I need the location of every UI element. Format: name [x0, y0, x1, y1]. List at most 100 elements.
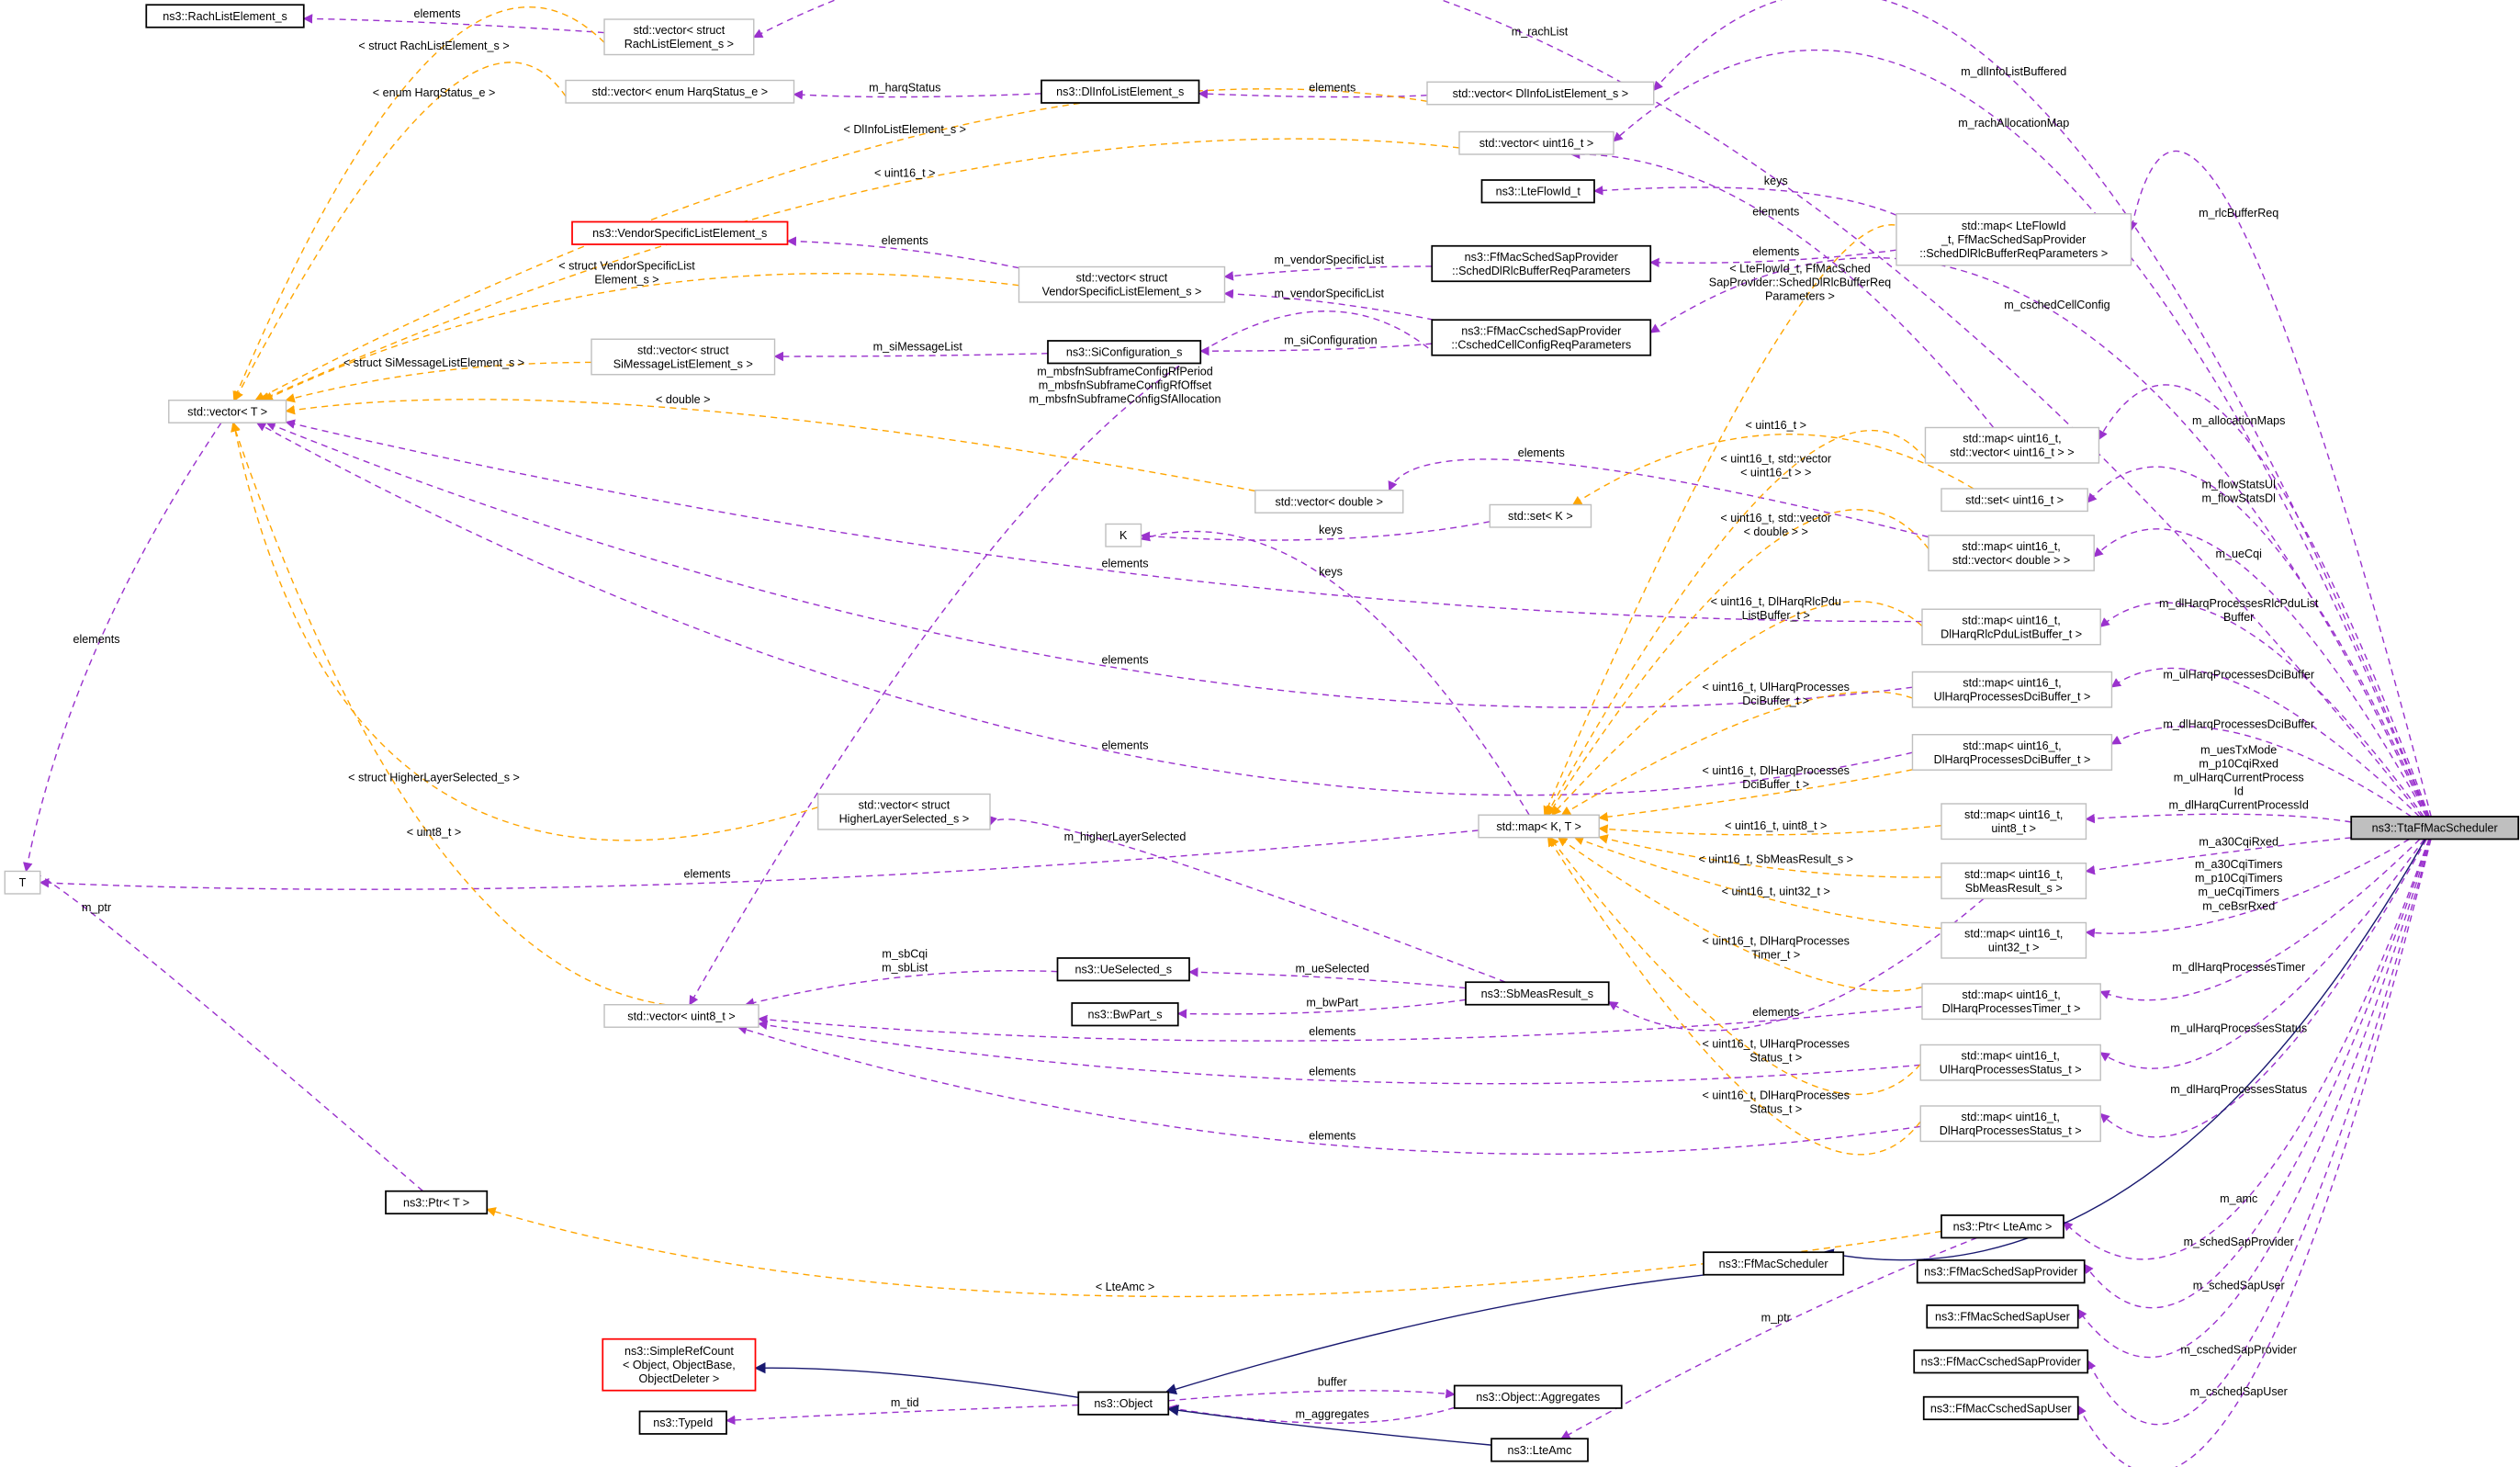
class-node-vecU16[interactable]: std::vector< uint16_t >	[1458, 130, 1614, 155]
class-node-mapU8[interactable]: std::map< uint16_t,uint8_t >	[1941, 803, 2087, 841]
member-edge-mapUlDci-to-vecT	[265, 421, 1913, 708]
edge-label: m_ulHarqProcessesStatus	[2170, 1021, 2307, 1034]
node-label: std::map< uint16_t,	[1962, 988, 2060, 1001]
node-box	[1105, 523, 1142, 547]
member-edge-root-to-mapU16VecDbl	[2093, 528, 2427, 818]
class-node-lteFlow[interactable]: ns3::LteFlowId_t	[1480, 179, 1595, 204]
inheritance-edge-root-to-ffMacSched	[1822, 839, 2426, 1261]
node-label: std::map< LteFlowId	[1962, 220, 2066, 232]
class-node-simpleRef[interactable]: ns3::SimpleRefCount< Object, ObjectBase,…	[602, 1337, 757, 1392]
edge-label: m_dlHarqProcessesTimer	[2172, 961, 2305, 974]
class-node-vecDlInfo[interactable]: std::vector< DlInfoListElement_s >	[1426, 81, 1655, 106]
class-node-sbMeas[interactable]: ns3::SbMeasResult_s	[1465, 981, 1610, 1006]
node-label: SiMessageListElement_s >	[613, 357, 753, 370]
class-node-ptrT[interactable]: ns3::Ptr< T >	[385, 1190, 489, 1215]
node-box	[817, 793, 991, 830]
class-node-vendorElem[interactable]: ns3::VendorSpecificListElement_s	[571, 220, 789, 245]
class-node-cschedParams[interactable]: ns3::FfMacCschedSapProvider::CschedCellC…	[1431, 319, 1652, 356]
node-box	[385, 1190, 489, 1215]
member-edge-root-to-vecRach	[752, 0, 2423, 818]
class-node-schedProv[interactable]: ns3::FfMacSchedSapProvider	[1916, 1259, 2086, 1284]
node-label: std::map< uint16_t,	[1964, 928, 2063, 941]
node-label: std::map< uint16_t,	[1964, 808, 2063, 821]
class-node-rachElem[interactable]: ns3::RachListElement_s	[145, 4, 305, 28]
class-node-bwPart[interactable]: ns3::BwPart_s	[1071, 1002, 1179, 1027]
class-node-mapRlcPdu[interactable]: std::map< uint16_t,DlHarqRlcPduListBuffe…	[1921, 608, 2101, 646]
node-label: std::vector< struct	[634, 24, 726, 37]
node-label: ns3::FfMacSchedSapProvider	[1465, 251, 1618, 264]
class-node-mapU16VecDbl[interactable]: std::map< uint16_t,std::vector< double >…	[1928, 535, 2095, 571]
edge-label: Timer_t >	[1751, 948, 1800, 961]
inheritance-edge-object-to-simpleRef	[754, 1362, 1079, 1399]
edge-label: elements	[1101, 558, 1148, 570]
class-node-cschedProv[interactable]: ns3::FfMacCschedSapProvider	[1913, 1349, 2089, 1374]
class-node-siConf[interactable]: ns3::SiConfiguration_s	[1047, 340, 1202, 365]
class-node-vecU8[interactable]: std::vector< uint8_t >	[603, 1004, 759, 1028]
edge-label: ListBuffer_t >	[1742, 609, 1810, 622]
class-node-mapU32[interactable]: std::map< uint16_t,uint32_t >	[1941, 921, 2087, 959]
class-node-mapUlDci[interactable]: std::map< uint16_t,UlHarqProcessesDciBuf…	[1911, 671, 2113, 708]
class-node-vecDouble[interactable]: std::vector< double >	[1254, 490, 1404, 513]
node-box	[1458, 130, 1614, 155]
member-edge-root-to-mapRlcPdu	[2099, 602, 2424, 818]
class-node-mapDlDci[interactable]: std::map< uint16_t,DlHarqProcessesDciBuf…	[1911, 734, 2113, 771]
edge-label: DciBuffer_t >	[1742, 694, 1809, 707]
class-node-dlInfo[interactable]: ns3::DlInfoListElement_s	[1041, 79, 1200, 104]
class-node-vecSiMsg[interactable]: std::vector< structSiMessageListElement_…	[591, 338, 776, 376]
node-box	[4, 870, 41, 895]
class-node-vecT[interactable]: std::vector< T >	[168, 400, 287, 423]
edge-label: < struct SiMessageListElement_s >	[343, 356, 524, 369]
class-node-K[interactable]: K	[1105, 523, 1142, 547]
class-node-ffMacSched[interactable]: ns3::FfMacScheduler	[1703, 1251, 1845, 1276]
class-node-T[interactable]: T	[4, 870, 41, 895]
node-box	[1254, 490, 1404, 513]
template-edge-mapU16VecDbl-to-mapKT	[1547, 509, 1929, 817]
node-label: std::vector< DlInfoListElement_s >	[1453, 87, 1629, 100]
class-node-schedUser[interactable]: ns3::FfMacSchedSapUser	[1926, 1304, 2079, 1329]
node-label: VendorSpecificListElement_s >	[1042, 286, 1202, 299]
template-edge-mapU8-to-mapKT	[1598, 824, 1942, 836]
edge-label: < LteFlowId_t, FfMacSched	[1729, 262, 1870, 275]
node-label: std::vector< struct	[1076, 272, 1168, 285]
member-edge-cschedParams-to-siConf	[1199, 343, 1433, 356]
node-label: std::map< uint16_t,	[1962, 540, 2060, 553]
edge-label: m_p10CqiTimers	[2195, 872, 2282, 885]
class-node-lteAmc[interactable]: ns3::LteAmc	[1491, 1438, 1589, 1462]
class-node-setU16[interactable]: std::set< uint16_t >	[1941, 488, 2088, 513]
edge-label: m_siConfiguration	[1284, 333, 1377, 346]
node-label: std::vector< struct	[637, 344, 729, 356]
class-node-ptrAmc[interactable]: ns3::Ptr< LteAmc >	[1941, 1214, 2064, 1239]
edge-label: elements	[1752, 1006, 1799, 1019]
node-label: ns3::TypeId	[653, 1416, 713, 1429]
node-label: DlHarqRlcPduListBuffer_t >	[1941, 627, 2082, 640]
member-edge-mapTimer-to-vecU8	[757, 1006, 1923, 1042]
class-node-cschedUser[interactable]: ns3::FfMacCschedSapUser	[1922, 1395, 2079, 1421]
class-node-object[interactable]: ns3::Object	[1077, 1391, 1170, 1416]
class-node-mapU16VecU16[interactable]: std::map< uint16_t,std::vector< uint16_t…	[1924, 426, 2100, 464]
class-node-aggregates[interactable]: ns3::Object::Aggregates	[1453, 1384, 1623, 1409]
edge-label: m_schedSapProvider	[2184, 1236, 2294, 1248]
class-node-mapKT[interactable]: std::map< K, T >	[1478, 814, 1600, 839]
class-node-dlRlcParams[interactable]: ns3::FfMacSchedSapProvider::SchedDlRlcBu…	[1431, 244, 1652, 283]
class-node-ueSel[interactable]: ns3::UeSelected_s	[1056, 957, 1190, 982]
edge-label: m_aggregates	[1296, 1407, 1369, 1420]
class-node-mapTimer[interactable]: std::map< uint16_t,DlHarqProcessesTimer_…	[1921, 983, 2101, 1021]
class-node-root[interactable]: ns3::TtaFfMacScheduler	[2350, 816, 2520, 841]
template-edge-mapU16VecU16-to-mapKT	[1546, 429, 1927, 817]
class-node-vecHarq[interactable]: std::vector< enum HarqStatus_e >	[565, 79, 795, 104]
class-node-vecHLS[interactable]: std::vector< structHigherLayerSelected_s…	[817, 793, 991, 830]
class-node-typeId[interactable]: ns3::TypeId	[638, 1410, 727, 1435]
node-label: SbMeasResult_s >	[1965, 882, 2063, 895]
class-node-mapUlStatus[interactable]: std::map< uint16_t,UlHarqProcessesStatus…	[1919, 1044, 2101, 1081]
edge-label: elements	[1309, 1130, 1356, 1143]
edge-label: m_cschedSapProvider	[2180, 1343, 2297, 1356]
member-edge-mapFlow-to-dlRlcParams	[1649, 249, 1897, 268]
class-node-vecVendor[interactable]: std::vector< structVendorSpecificListEle…	[1018, 265, 1226, 303]
class-node-setK[interactable]: std::set< K >	[1489, 503, 1592, 528]
class-node-mapFlow[interactable]: std::map< LteFlowId_t, FfMacSchedSapProv…	[1896, 213, 2132, 266]
class-node-mapDlStatus[interactable]: std::map< uint16_t,DlHarqProcessesStatus…	[1919, 1105, 2101, 1143]
template-edge-mapUlDci-to-mapKT	[1560, 691, 1913, 816]
node-box	[1928, 535, 2095, 571]
class-node-mapSb[interactable]: std::map< uint16_t,SbMeasResult_s >	[1941, 863, 2087, 899]
